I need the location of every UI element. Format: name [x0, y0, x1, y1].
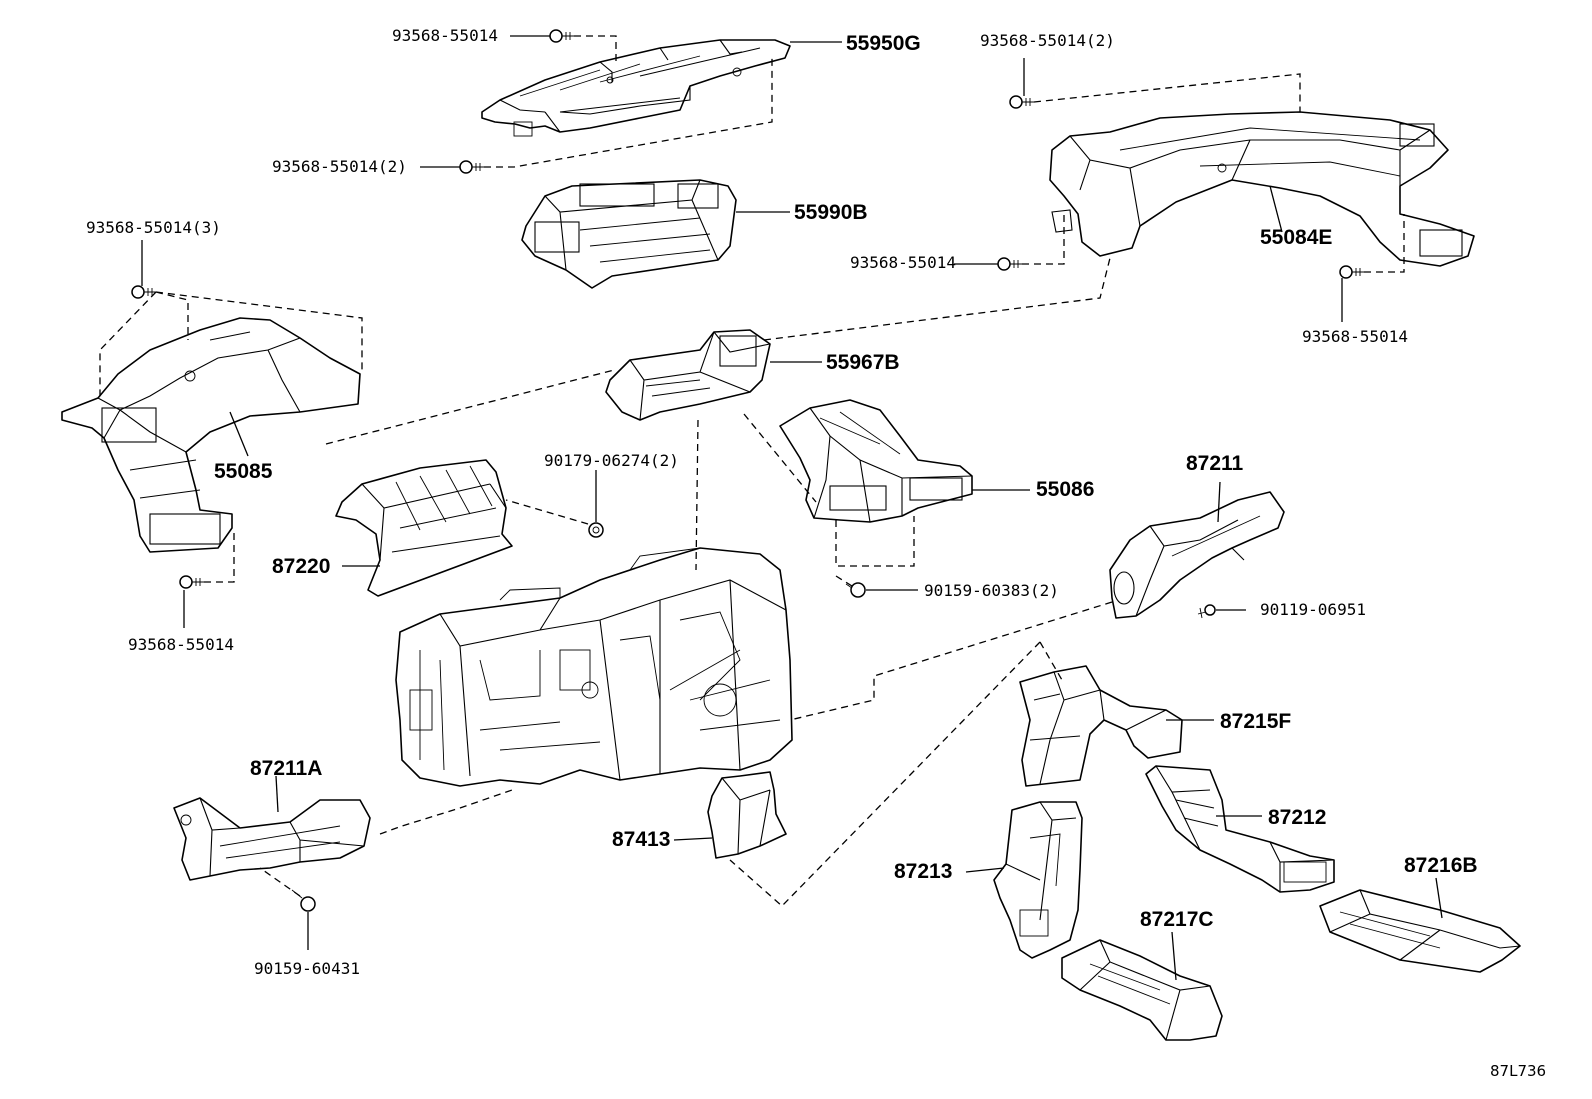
callout-55950g: 55950G [846, 32, 921, 55]
part-55967b-drawing [605, 329, 771, 421]
part-87212-drawing [1145, 765, 1335, 893]
part-55990b-drawing [521, 179, 737, 289]
part-87216b-drawing [1319, 889, 1521, 973]
callout-87211: 87211 [1186, 452, 1244, 475]
leader-lines [141, 35, 1443, 981]
dashed-connection-lines [99, 35, 1405, 907]
callout-87413: 87413 [612, 828, 670, 851]
part-87211-drawing [1109, 491, 1285, 619]
part-55086-drawing [779, 399, 973, 523]
bolt-icon [131, 285, 156, 299]
callout-87213: 87213 [894, 860, 952, 883]
callout-87220: 87220 [272, 555, 330, 578]
part-87220-drawing [335, 459, 513, 597]
callout-87211a: 87211A [250, 757, 322, 780]
part-55085-drawing [61, 317, 361, 553]
part-callouts: 55950G 55990B 55084E 55967B 55085 55086 … [214, 32, 1478, 931]
part-87217c-drawing [1061, 939, 1223, 1041]
bolt-icon [845, 582, 866, 598]
callout-87217c: 87217C [1140, 908, 1214, 931]
fastener-label-90159-60383-2: 90159-60383(2) [924, 581, 1059, 600]
fastener-label-90119-06951: 90119-06951 [1260, 600, 1366, 619]
fastener-label-93568-55014-3: 93568-55014(3) [86, 218, 221, 237]
bolt-icon [549, 29, 574, 43]
part-55950g-drawing [481, 39, 791, 137]
callout-55084e: 55084E [1260, 226, 1332, 249]
bolt-icon [997, 257, 1022, 271]
callout-87212: 87212 [1268, 806, 1326, 829]
bolt-icon [459, 160, 484, 174]
fastener-label-90159-60431: 90159-60431 [254, 959, 360, 978]
callout-55085: 55085 [214, 460, 273, 483]
fastener-symbols [131, 29, 1364, 912]
diagram-code: 87L736 [1490, 1062, 1546, 1080]
fastener-label-93568-55014: 93568-55014 [1302, 327, 1408, 346]
callout-87215f: 87215F [1220, 710, 1291, 733]
bolt-icon [1339, 265, 1364, 279]
bolt-icon [588, 522, 604, 538]
part-87213-drawing [993, 801, 1083, 959]
bolt-icon [179, 575, 204, 589]
part-ac-unit-drawing [395, 547, 793, 787]
part-87211a-drawing [173, 797, 371, 881]
callout-55967b: 55967B [826, 351, 900, 374]
fastener-label-93568-55014: 93568-55014 [392, 26, 498, 45]
fastener-label-93568-55014-2: 93568-55014(2) [980, 31, 1115, 50]
bolt-icon [1197, 604, 1216, 619]
fastener-label-93568-55014: 93568-55014 [128, 635, 234, 654]
fastener-labels: 93568-55014 93568-55014(2) 93568-55014(2… [86, 26, 1408, 978]
callout-55990b: 55990B [794, 201, 868, 224]
part-87215f-drawing [1019, 665, 1183, 787]
fastener-label-93568-55014: 93568-55014 [850, 253, 956, 272]
callout-55086: 55086 [1036, 478, 1094, 501]
bolt-icon [1009, 95, 1034, 109]
callout-87216b: 87216B [1404, 854, 1478, 877]
part-87413-drawing [707, 771, 787, 859]
fastener-label-93568-55014-2: 93568-55014(2) [272, 157, 407, 176]
fastener-label-90179-06274-2: 90179-06274(2) [544, 451, 679, 470]
